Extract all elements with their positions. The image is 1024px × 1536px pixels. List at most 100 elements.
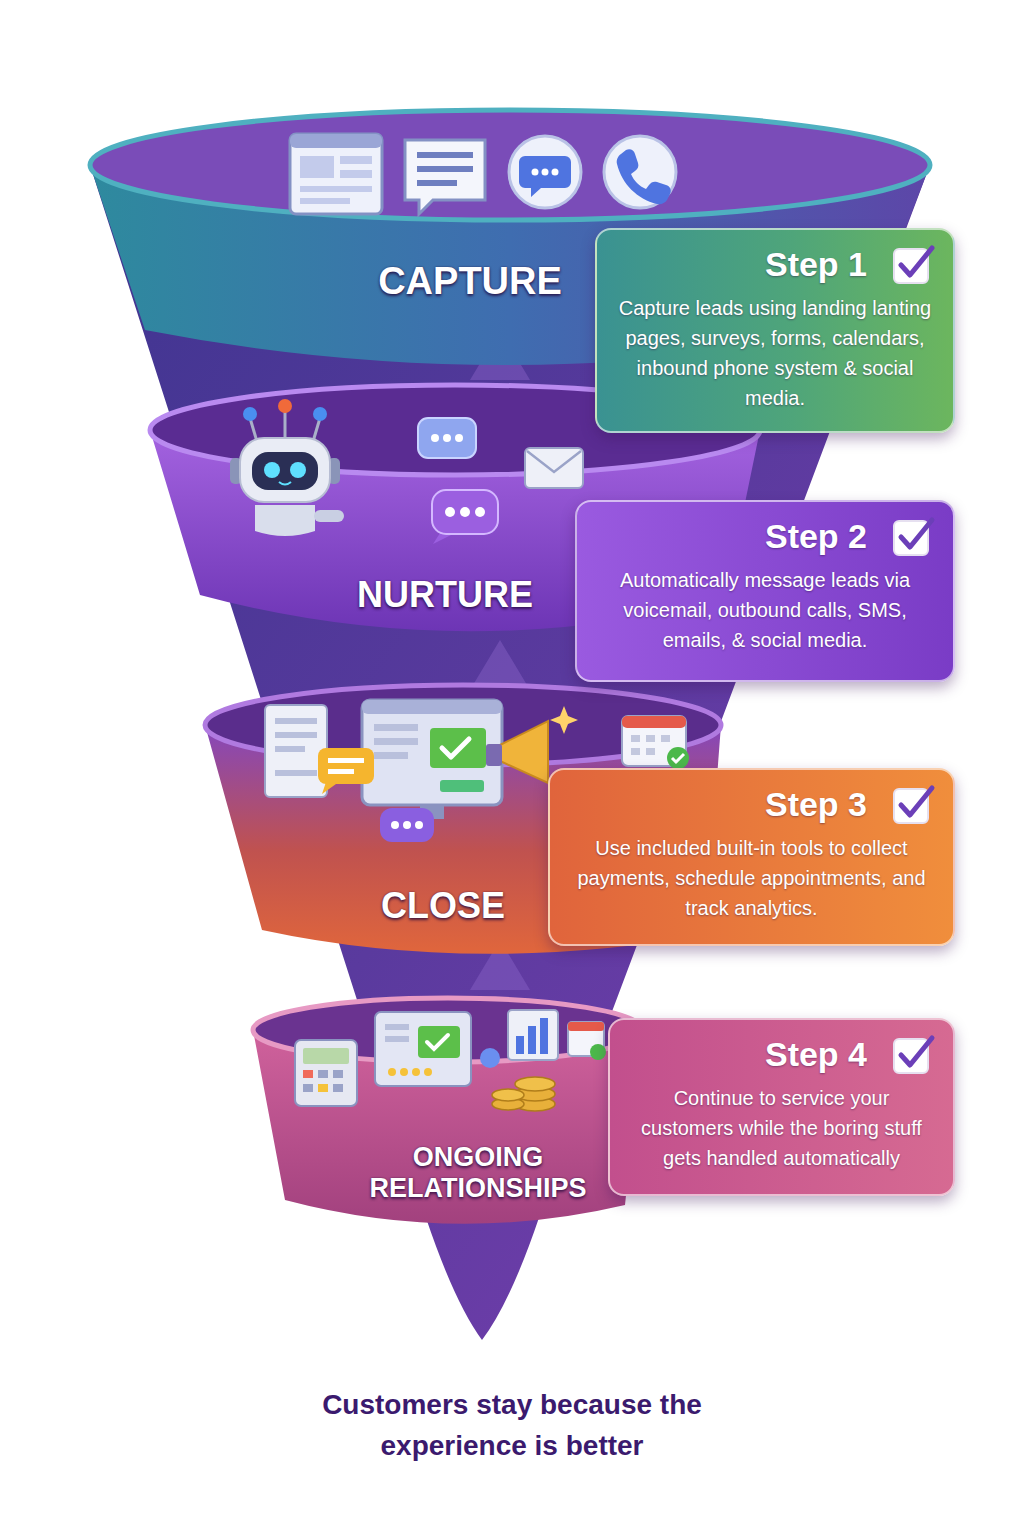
- close-tools-icons-part: [667, 747, 689, 769]
- robot-icon-part: [313, 407, 327, 421]
- robot-icon-part: [314, 510, 344, 522]
- message-icons-part: [475, 507, 485, 517]
- relationship-icons-part: [412, 1068, 420, 1076]
- checkbox-icon: [891, 516, 937, 558]
- robot-icon-part: [240, 438, 330, 502]
- band-rim: [150, 385, 760, 475]
- relationship-icons-part: [303, 1070, 313, 1078]
- message-icons-part: [445, 507, 455, 517]
- robot-icon-part: [278, 399, 292, 413]
- message-icons-part: [418, 418, 476, 458]
- checkbox-tick: [901, 788, 932, 815]
- close-tools-icons-part: [275, 732, 317, 738]
- band-outline: [248, 985, 648, 1250]
- step-description: Use included built-in tools to collect p…: [570, 833, 933, 923]
- close-tools-icons-part: [374, 724, 418, 731]
- relationship-icons-part: [508, 1010, 558, 1060]
- robot-icon-part: [284, 410, 287, 440]
- close-tools-icons-part: [672, 754, 684, 762]
- close-tools-icons-part: [275, 746, 305, 752]
- relationship-icons-part: [318, 1084, 328, 1092]
- chat-icon-part: [552, 169, 559, 176]
- form-icon-part: [417, 152, 473, 158]
- robot-icon-part: [252, 452, 318, 490]
- web-page-icon-part: [290, 134, 382, 148]
- close-tools-icons-part: [430, 728, 486, 768]
- close-tools-icons-part: [440, 780, 484, 792]
- close-tools-icons-part: [362, 700, 502, 714]
- close-tools-icons-part: [631, 735, 640, 742]
- close-tools-icons-part: [646, 748, 655, 755]
- relationship-icons-part: [303, 1084, 313, 1092]
- step-card: Step 2Automatically message leads via vo…: [575, 500, 955, 682]
- web-page-icon-part: [340, 170, 372, 178]
- relationship-icons-part: [388, 1068, 396, 1076]
- close-tools-icons-part: [275, 770, 317, 776]
- band-label: NURTURE: [315, 574, 575, 615]
- close-tools-icons-part: [631, 748, 640, 755]
- band-opening: [90, 110, 930, 220]
- phone-icon-part: [604, 136, 676, 208]
- relationship-icons-part: [568, 1022, 604, 1031]
- close-tools-icons-part: [486, 744, 502, 766]
- step-description: Continue to service your customers while…: [630, 1083, 933, 1173]
- relationship-icons-part: [424, 1068, 432, 1076]
- relationship-icons-part: [333, 1070, 343, 1078]
- message-icons-part: [525, 448, 583, 488]
- close-tools-icons-part: [265, 705, 327, 797]
- close-tools-icons-part: [328, 758, 364, 763]
- checkbox-icon: [891, 244, 937, 286]
- chat-icon-part: [519, 156, 571, 197]
- relationship-icons-part: [480, 1048, 500, 1068]
- step-heading: Step 1: [617, 244, 933, 285]
- checkbox-tick: [901, 520, 932, 547]
- web-page-icon-part: [340, 156, 372, 164]
- robot-icon-part: [243, 407, 257, 421]
- web-page-icon-part: [300, 186, 372, 192]
- chat-icon-part: [532, 169, 539, 176]
- relationship-icons-part: [540, 1018, 548, 1054]
- phone-icon: [604, 136, 676, 208]
- relationship-icons-part: [295, 1040, 357, 1106]
- web-page-icon-part: [300, 198, 350, 204]
- band-face: [253, 1030, 643, 1224]
- band-label: ONGOING RELATIONSHIPS: [358, 1142, 598, 1204]
- relationship-icons-part: [492, 1089, 524, 1101]
- step-heading: Step 3: [570, 784, 933, 825]
- close-tools-icons-part: [380, 808, 434, 842]
- caption-text: Customers stay because the experience is…: [262, 1385, 762, 1466]
- message-icons-part: [431, 434, 439, 442]
- band-opening: [205, 685, 721, 765]
- step-card: Step 3 Use included built-in tools to col…: [548, 768, 955, 946]
- close-tools-icons-part: [362, 700, 502, 805]
- close-tools-icons-part: [403, 821, 411, 829]
- close-tools-icons-part: [328, 769, 354, 774]
- relationship-icons-part: [515, 1077, 555, 1091]
- robot-icon-part: [264, 462, 280, 478]
- band-label: CLOSE: [343, 885, 543, 926]
- step-heading: Step 2: [597, 516, 933, 557]
- checkbox-tick: [901, 248, 932, 275]
- relationship-icons-part: [427, 1035, 448, 1049]
- form-icon-part: [417, 166, 473, 172]
- close-tools-icons-part: [374, 752, 408, 759]
- web-page-icon-part: [290, 134, 382, 214]
- close-tools-icons-part: [646, 735, 655, 742]
- close-tools-icons-part: [391, 821, 399, 829]
- chat-icon-part: [542, 169, 549, 176]
- relationship-icons-part: [303, 1048, 349, 1064]
- band-rim: [253, 998, 643, 1062]
- form-icon-part: [417, 180, 457, 186]
- relationship-icons-part: [385, 1036, 409, 1042]
- band-rim: [90, 110, 930, 220]
- relationship-icons-part: [590, 1044, 606, 1060]
- chat-icon-part: [509, 136, 581, 208]
- relationship-icons-part: [400, 1068, 408, 1076]
- phone-icon-part: [617, 149, 671, 204]
- band-rim: [205, 685, 721, 765]
- message-icons-part: [455, 434, 463, 442]
- close-tools-icons-part: [622, 716, 686, 728]
- robot-icon-part: [290, 462, 306, 478]
